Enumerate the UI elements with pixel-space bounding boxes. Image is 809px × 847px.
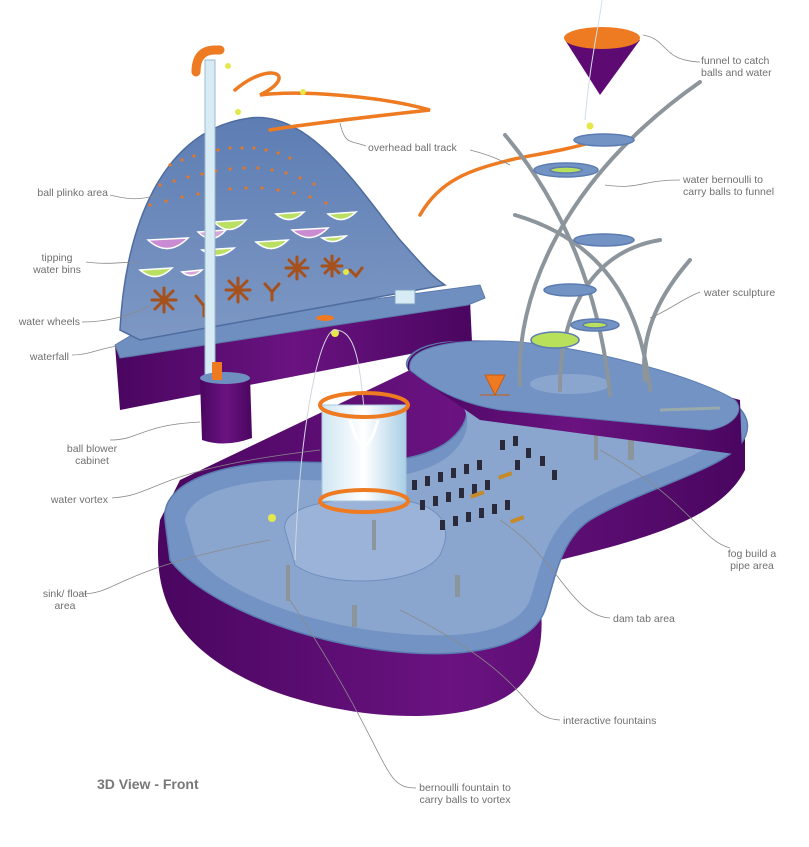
- water-wheels: [150, 254, 364, 318]
- label-waterfall: waterfall: [29, 351, 69, 363]
- funnel-rim: [564, 27, 640, 49]
- ball-blower: [191, 45, 252, 444]
- vortex-top-ring: [318, 391, 410, 419]
- blower-cabinet: [200, 376, 252, 444]
- funnel-water: [584, 0, 603, 121]
- vortex-funnel: [348, 419, 380, 447]
- ball: [300, 89, 306, 95]
- label-ball-blower-cabinet: ball blower cabinet: [66, 443, 118, 467]
- bernoulli-arc: [294, 329, 366, 561]
- funnel-body: [565, 40, 640, 95]
- funnel: [564, 0, 640, 121]
- water-vortex: [318, 391, 410, 514]
- ball: [586, 122, 594, 130]
- label-interactive-fountains: interactive fountains: [563, 715, 657, 727]
- dam-tab-gates: [470, 471, 525, 524]
- label-overhead-ball-track: overhead ball track: [368, 142, 457, 154]
- small-glass-box: [394, 289, 416, 305]
- bernoulli-disks: [530, 133, 635, 349]
- ball: [343, 269, 349, 275]
- blower-cabinet-top: [200, 372, 250, 384]
- label-fog-pipe-area: fog build a pipe area: [727, 548, 777, 572]
- view-caption: 3D View - Front: [97, 776, 199, 792]
- label-water-vortex: water vortex: [50, 494, 108, 506]
- label-tipping-water-bins: tipping water bins: [33, 252, 81, 276]
- ball: [225, 63, 231, 69]
- leader-lines: [71, 34, 731, 789]
- vortex-bottom-ring: [318, 488, 410, 514]
- label-bernoulli-fountain: bernoulli fountain to carry balls to vor…: [419, 782, 511, 806]
- overhead-ball-track: [233, 71, 602, 217]
- fog-pipe: [659, 406, 721, 412]
- vortex-glass: [321, 404, 407, 502]
- label-ball-plinko-area: ball plinko area: [37, 187, 108, 199]
- vertical-tube: [204, 59, 216, 381]
- label-dam-tab-area: dam tab area: [613, 613, 675, 625]
- blower-nozzle: [212, 362, 222, 380]
- orange-disc: [316, 315, 334, 321]
- ball: [235, 109, 241, 115]
- ball: [268, 514, 276, 522]
- sculpture-platform: [407, 340, 742, 455]
- label-water-bernoulli: water bernoulli to carry balls to funnel: [683, 174, 775, 198]
- dam-tabs: [412, 436, 557, 530]
- label-water-wheels: water wheels: [18, 316, 80, 328]
- propeller: [480, 374, 510, 397]
- label-sink-float-area: sink/ float area: [42, 588, 88, 612]
- label-water-sculpture: water sculpture: [704, 287, 776, 299]
- sculpture-pool: [530, 374, 610, 394]
- label-funnel: funnel to catch balls and water: [701, 55, 772, 79]
- elbow-pipe: [191, 45, 225, 77]
